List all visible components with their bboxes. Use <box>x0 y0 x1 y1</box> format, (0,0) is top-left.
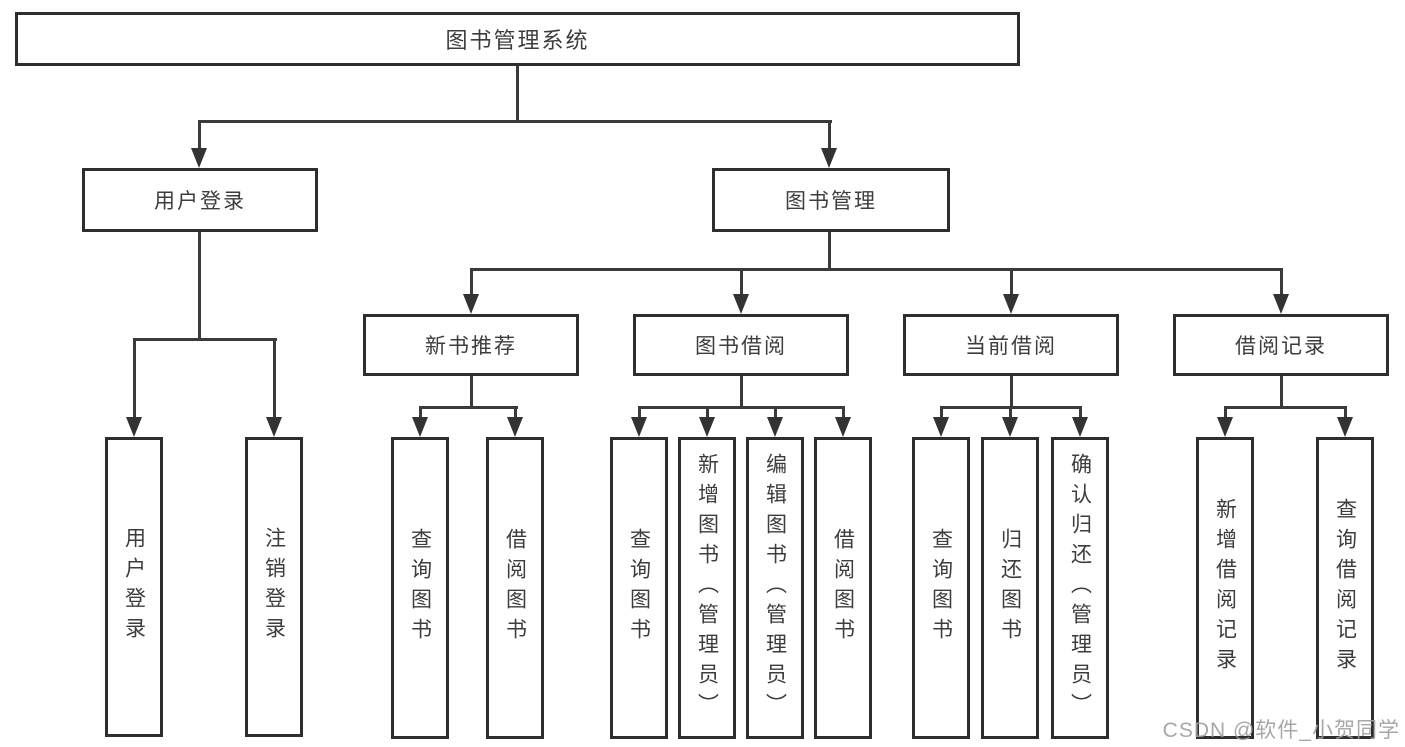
node-label: 查询图书 <box>929 528 953 648</box>
connector-vline <box>638 406 641 419</box>
leaf-confirm-return-admin: 确认归还（管理员） <box>1051 437 1109 739</box>
connector-hline <box>1224 406 1346 409</box>
node-label: 新增图书（管理员） <box>695 453 719 723</box>
node-new-book-recommend: 新书推荐 <box>363 314 579 376</box>
node-book-mgmt-branch: 图书管理 <box>712 168 950 232</box>
connector-arrowhead <box>733 294 749 314</box>
connector-vline <box>706 406 709 419</box>
connector-vline <box>1079 406 1082 419</box>
connector-vline <box>1224 406 1227 419</box>
connector-arrowhead <box>1003 294 1019 314</box>
connector-vline <box>740 268 743 296</box>
node-label: 图书管理 <box>785 190 877 213</box>
connector-vline <box>133 338 136 420</box>
node-label: 用户登录 <box>154 190 246 213</box>
node-book-borrow: 图书借阅 <box>633 314 849 376</box>
connector-arrowhead <box>821 148 837 168</box>
connector-vline <box>1280 376 1283 406</box>
node-root-system: 图书管理系统 <box>15 12 1020 66</box>
connector-vline <box>198 232 201 338</box>
connector-arrowhead <box>835 417 851 437</box>
leaf-edit-books-admin: 编辑图书（管理员） <box>746 437 804 739</box>
connector-hline <box>198 120 832 123</box>
node-label: 借阅记录 <box>1235 335 1327 358</box>
node-user-login-branch: 用户登录 <box>82 168 318 232</box>
node-current-borrow: 当前借阅 <box>903 314 1119 376</box>
connector-arrowhead <box>191 148 207 168</box>
node-label: 编辑图书（管理员） <box>763 453 787 723</box>
node-borrow-records: 借阅记录 <box>1173 314 1389 376</box>
node-label: 用户登录 <box>122 527 146 647</box>
leaf-query-borrow-record: 查询借阅记录 <box>1316 437 1374 739</box>
connector-hline <box>419 406 518 409</box>
leaf-query-books-2: 查询图书 <box>610 437 668 739</box>
connector-vline <box>1344 406 1347 419</box>
connector-vline <box>470 376 473 406</box>
node-label: 查询借阅记录 <box>1333 498 1357 678</box>
node-label: 新增借阅记录 <box>1213 498 1237 678</box>
connector-arrowhead <box>126 417 142 437</box>
connector-vline <box>516 66 519 120</box>
node-label: 确认归还（管理员） <box>1068 453 1092 723</box>
connector-vline <box>514 406 517 419</box>
connector-vline <box>273 338 276 420</box>
node-label: 图书管理系统 <box>445 28 590 53</box>
connector-arrowhead <box>1337 417 1353 437</box>
connector-arrowhead <box>266 417 282 437</box>
connector-arrowhead <box>1072 417 1088 437</box>
leaf-logout: 注销登录 <box>245 437 303 737</box>
connector-vline <box>1009 406 1012 419</box>
connector-arrowhead <box>1273 294 1289 314</box>
connector-vline <box>774 406 777 419</box>
connector-arrowhead <box>463 294 479 314</box>
connector-vline <box>828 120 831 152</box>
node-label: 借阅图书 <box>503 528 527 648</box>
leaf-return-books: 归还图书 <box>981 437 1039 739</box>
node-label: 借阅图书 <box>831 528 855 648</box>
leaf-borrow-books-2: 借阅图书 <box>814 437 872 739</box>
connector-arrowhead <box>933 417 949 437</box>
leaf-borrow-books-1: 借阅图书 <box>486 437 544 739</box>
node-label: 注销登录 <box>262 527 286 647</box>
connector-arrowhead <box>699 417 715 437</box>
connector-vline <box>198 120 201 152</box>
connector-arrowhead <box>1002 417 1018 437</box>
node-label: 新书推荐 <box>425 335 517 358</box>
connector-vline <box>419 406 422 419</box>
connector-vline <box>470 268 473 296</box>
node-label: 图书借阅 <box>695 335 787 358</box>
connector-arrowhead <box>507 417 523 437</box>
connector-arrowhead <box>767 417 783 437</box>
connector-vline <box>1010 268 1013 296</box>
connector-arrowhead <box>631 417 647 437</box>
node-label: 查询图书 <box>627 528 651 648</box>
connector-vline <box>828 232 831 268</box>
node-label: 当前借阅 <box>965 335 1057 358</box>
connector-arrowhead <box>412 417 428 437</box>
leaf-add-borrow-record: 新增借阅记录 <box>1196 437 1254 739</box>
connector-arrowhead <box>1217 417 1233 437</box>
node-label: 归还图书 <box>998 528 1022 648</box>
connector-hline <box>638 406 845 409</box>
csdn-watermark: CSDN @软件_小贺同学 <box>1162 719 1400 742</box>
connector-hline <box>470 268 1283 271</box>
connector-vline <box>740 376 743 406</box>
connector-vline <box>1280 268 1283 296</box>
leaf-query-books-1: 查询图书 <box>391 437 449 739</box>
connector-vline <box>940 406 943 419</box>
connector-vline <box>842 406 845 419</box>
connector-hline <box>133 338 277 341</box>
node-label: 查询图书 <box>408 528 432 648</box>
leaf-user-login: 用户登录 <box>105 437 163 737</box>
connector-vline <box>1010 376 1013 406</box>
leaf-add-books-admin: 新增图书（管理员） <box>678 437 736 739</box>
leaf-query-books-3: 查询图书 <box>912 437 970 739</box>
